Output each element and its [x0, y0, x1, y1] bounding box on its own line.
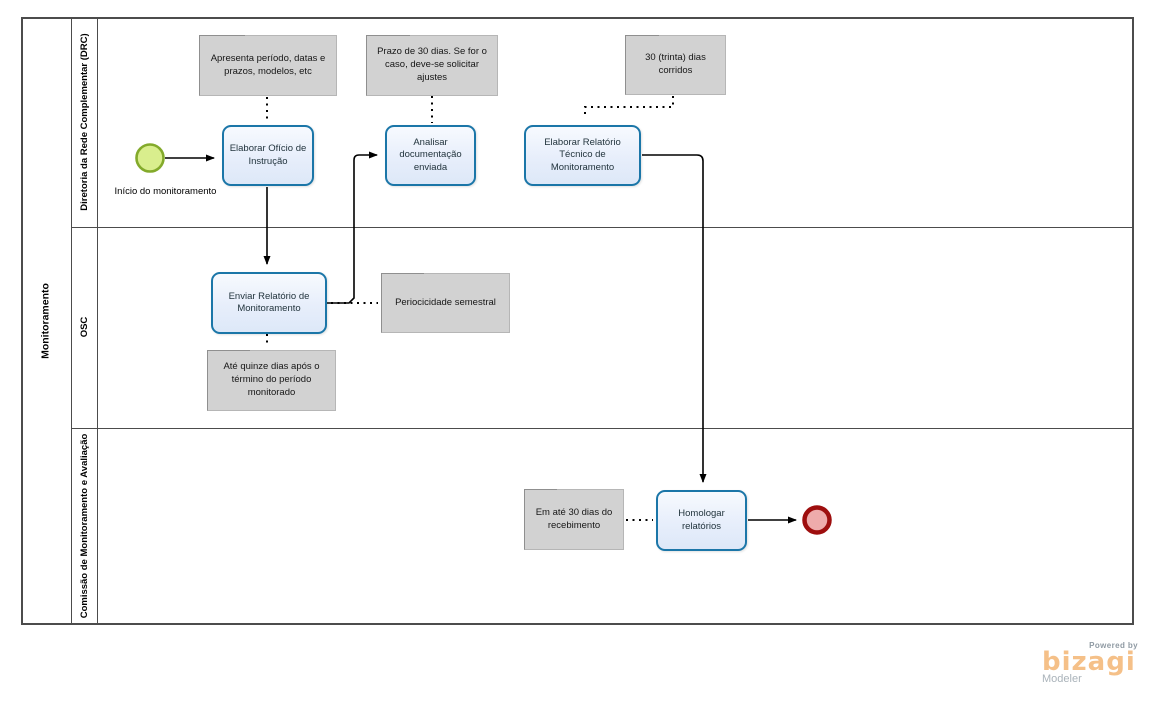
pool-title: Monitoramento [39, 283, 52, 359]
task-elaborar-oficio[interactable]: Elaborar Ofício de Instrução [222, 125, 314, 186]
bizagi-wordmark: bizagi [1042, 647, 1136, 677]
task-enviar-relatorio-label: Enviar Relatório de Monitoramento [228, 290, 310, 314]
annotation-em-ate-30-dias[interactable]: Em até 30 dias do recebimento [524, 489, 624, 550]
annotation-apresenta-periodo[interactable]: Apresenta período, datas e prazos, model… [199, 35, 337, 96]
task-analisar-documentacao-label: Analisar documentação enviada [399, 136, 462, 173]
powered-by-text: Powered by [1089, 641, 1138, 650]
start-event-label: Início do monitoramento [114, 186, 217, 197]
pool-border [21, 17, 1134, 625]
lane-title-drc: Diretoria da Rede Complementar (DRC) [79, 33, 91, 211]
task-analisar-documentacao[interactable]: Analisar documentação enviada [385, 125, 476, 186]
task-homologar-relatorios[interactable]: Homologar relatórios [656, 490, 747, 551]
annotation-em-ate-30-dias-text: Em até 30 dias do recebimento [535, 506, 613, 531]
annotation-apresenta-periodo-text: Apresenta período, datas e prazos, model… [210, 52, 326, 77]
annotation-periocicidade[interactable]: Periocicidade semestral [381, 273, 510, 333]
task-elaborar-relatorio-tecnico-label: Elaborar Relatório Técnico de Monitorame… [544, 136, 621, 173]
modeler-text: Modeler [1042, 673, 1082, 685]
task-elaborar-relatorio-tecnico[interactable]: Elaborar Relatório Técnico de Monitorame… [524, 125, 641, 186]
annotation-ate-quinze-dias[interactable]: Até quinze dias após o término do períod… [207, 350, 336, 411]
lane-title-divider [97, 17, 98, 625]
pool-title-divider [71, 17, 72, 625]
annotation-periocicidade-text: Periocicidade semestral [395, 296, 496, 308]
lane-divider-1 [71, 227, 1133, 228]
annotation-prazo-30-dias[interactable]: Prazo de 30 dias. Se for o caso, deve-se… [366, 35, 498, 96]
lane-title-comissao: Comissão de Monitoramento e Avaliação [79, 433, 91, 619]
task-homologar-relatorios-label: Homologar relatórios [678, 508, 725, 532]
task-enviar-relatorio[interactable]: Enviar Relatório de Monitoramento [211, 272, 327, 334]
lane-divider-2 [71, 428, 1133, 429]
annotation-prazo-30-dias-text: Prazo de 30 dias. Se for o caso, deve-se… [377, 46, 487, 83]
bizagi-logo: Powered by bizagi Modeler [1042, 641, 1139, 685]
lane-title-osc: OSC [79, 316, 91, 338]
annotation-30-trinta-dias-text: 30 (trinta) dias corridos [645, 52, 706, 76]
annotation-ate-quinze-dias-text: Até quinze dias após o término do períod… [223, 361, 320, 398]
annotation-30-trinta-dias[interactable]: 30 (trinta) dias corridos [625, 35, 726, 95]
task-elaborar-oficio-label: Elaborar Ofício de Instrução [229, 143, 307, 167]
